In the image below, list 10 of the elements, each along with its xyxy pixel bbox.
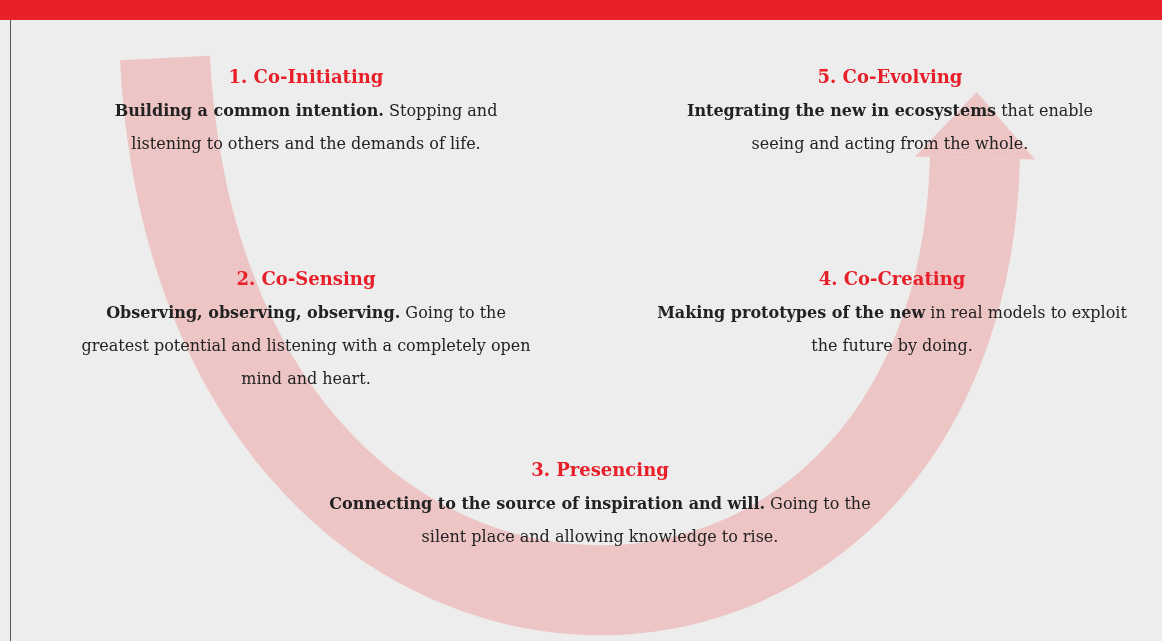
step-heading: 1. Co-Initiating — [227, 65, 385, 89]
step-description: Connecting to the source of inspiration and will. Going to the silent place and allowing knowledge to rise. — [328, 493, 872, 548]
step-heading: 3. Presencing — [530, 458, 670, 482]
step-description: Observing, observing, observing. Going to the greatest potential and listening with a completely open mind and heart. — [81, 302, 531, 390]
step-description: Integrating the new in ecosystems that enable seeing and acting from the whole. — [685, 100, 1095, 155]
step-description: Building a common intention. Stopping and listening to others and the demands of life. — [113, 100, 499, 155]
step-heading: 2. Co-Sensing — [235, 267, 377, 291]
step-heading: 5. Co-Evolving — [816, 65, 964, 89]
step-description: Making prototypes of the new in real models to exploit the future by doing. — [657, 302, 1127, 357]
step-heading: 4. Co-Creating — [817, 267, 967, 291]
